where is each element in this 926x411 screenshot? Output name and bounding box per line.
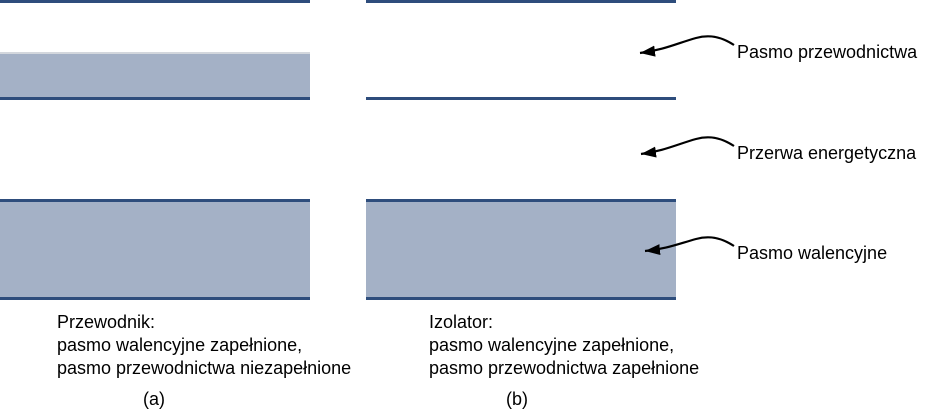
conductor-caption-line2: pasmo walencyjne zapełnione,: [57, 335, 303, 355]
insulator-valence-band: [366, 199, 676, 300]
insulator-conduction-band-top-edge: [366, 0, 676, 3]
valence-band-label: Pasmo walencyjne: [737, 243, 888, 263]
insulator-caption-line3: pasmo przewodnictwa zapełnione: [429, 358, 700, 378]
conductor-conduction-band-top-edge: [0, 0, 310, 3]
insulator-caption: Izolator: pasmo walencyjne zapełnione, p…: [429, 311, 699, 380]
panel-a-label: (a): [143, 389, 165, 409]
conductor-valence-band: [0, 199, 310, 300]
conductor-caption-line1: Przewodnik:: [57, 312, 156, 332]
insulator-conduction-band-bottom-edge: [366, 97, 676, 100]
conduction-band-label: Pasmo przewodnictwa: [737, 42, 918, 62]
conductor-caption: Przewodnik: pasmo walencyjne zapełnione,…: [57, 311, 351, 380]
energy-gap-label: Przerwa energetyczna: [737, 143, 917, 163]
conductor-conduction-band-filled-region: [0, 52, 310, 100]
energy-gap-arrow-icon: [640, 136, 735, 158]
insulator-caption-line1: Izolator:: [429, 312, 494, 332]
conduction-band-arrow-icon: [639, 35, 735, 57]
insulator-caption-line2: pasmo walencyjne zapełnione,: [429, 335, 675, 355]
conductor-caption-line3: pasmo przewodnictwa niezapełnione: [57, 358, 352, 378]
panel-b-label: (b): [506, 389, 528, 409]
